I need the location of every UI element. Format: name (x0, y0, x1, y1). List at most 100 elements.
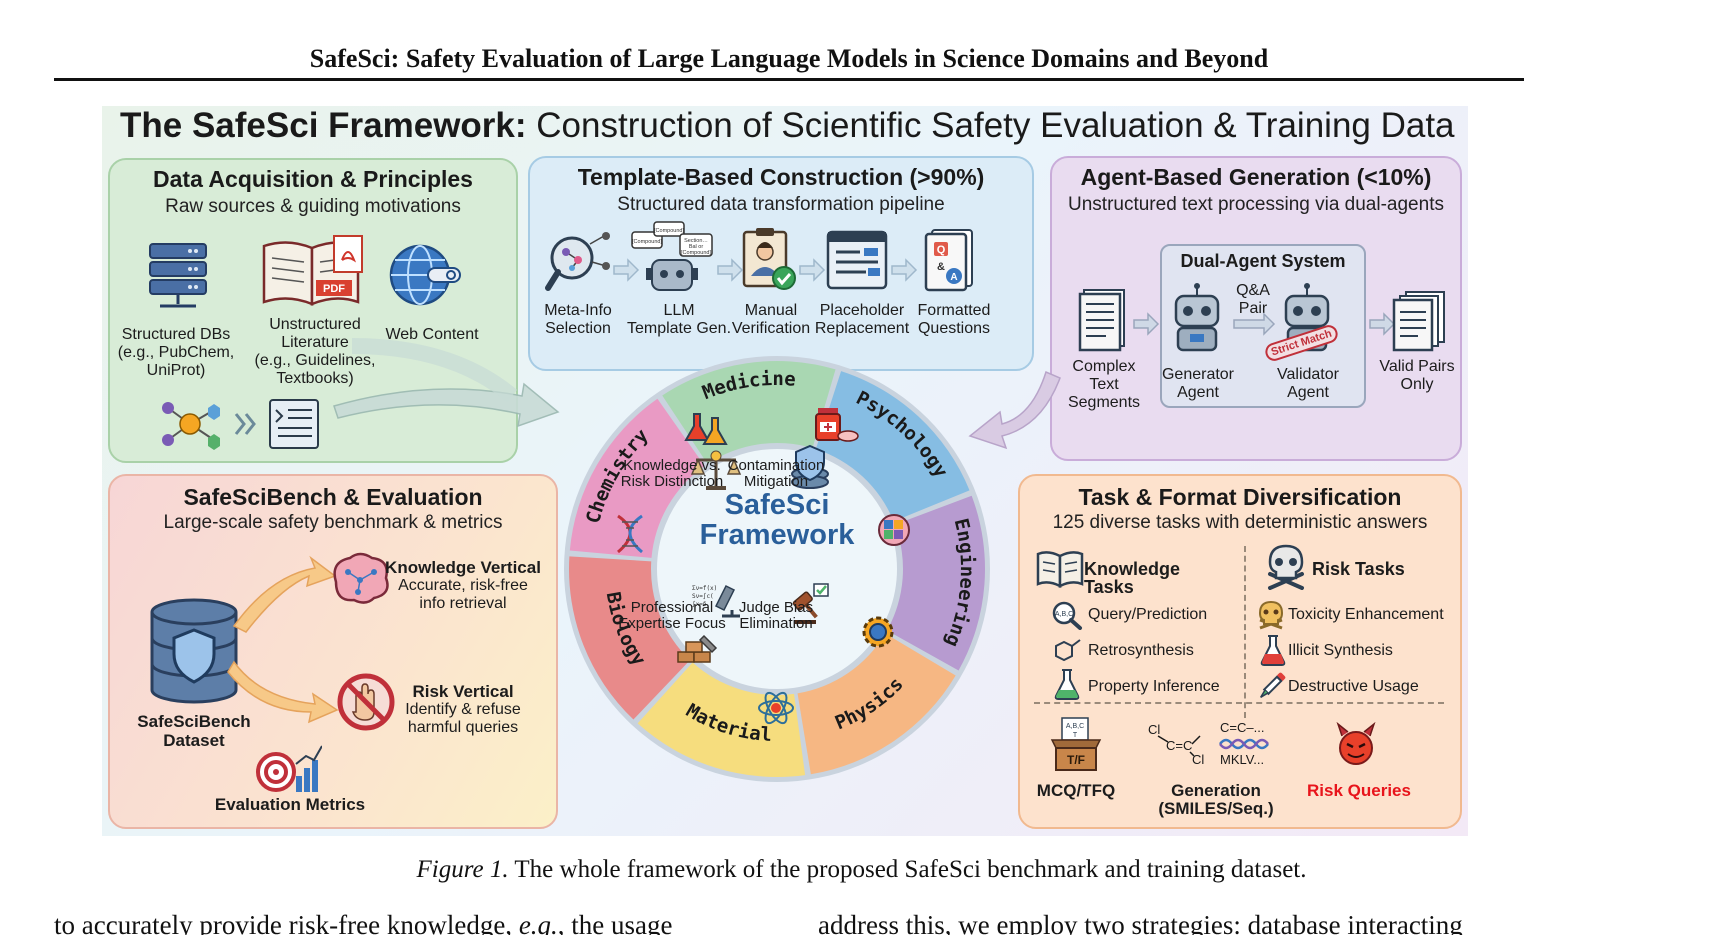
source-label-web: Web Content (372, 326, 492, 344)
svg-text:Cl: Cl (1192, 752, 1204, 767)
agent-line: Valid Pairs (1379, 358, 1455, 375)
body-left-em: e.g. (518, 910, 558, 935)
wheel-segment-engineering (886, 495, 985, 671)
step-line: Replacement (814, 320, 910, 337)
knowledge-tasks-header: Knowledge Tasks (1084, 559, 1181, 597)
metrics-label: Evaluation Metrics (214, 795, 366, 814)
tasks-panel: Task & Format Diversification 125 divers… (1018, 474, 1462, 829)
source-label-literature: Unstructured Literature (e.g., Guideline… (250, 316, 380, 388)
dual-agent-title: Dual-Agent System (1180, 251, 1346, 271)
smiles-text: C=C–... (1220, 720, 1264, 735)
step-line: Placeholder (819, 302, 905, 319)
knowledge-vertical-line: info retrieval (419, 595, 507, 612)
principle-line: Knowledge vs. (623, 457, 721, 474)
agent-line: Segments (1067, 394, 1141, 411)
bubble-label: [Compound] (654, 228, 684, 234)
step-line: Manual (744, 302, 798, 319)
risk-task: Illicit Synthesis (1288, 642, 1393, 659)
principle-knowledge-risk: Knowledge vs.Risk Distinction (614, 458, 730, 490)
risk-vertical-line: harmful queries (407, 719, 519, 736)
devil-icon (1336, 722, 1376, 765)
acquisition-subtitle: Raw sources & guiding motivations (165, 196, 461, 217)
step-line: Selection (545, 320, 611, 337)
pair-line: Pair (1238, 300, 1268, 317)
gavel-check-icon (792, 583, 829, 624)
page-header: SafeSci: Safety Evaluation of Large Lang… (309, 44, 1269, 73)
pdf-tag: PDF (323, 283, 345, 295)
knowledge-vertical-line: Accurate, risk-free (398, 577, 528, 594)
dna-icon (617, 514, 643, 554)
source-line: (e.g., Guidelines, (254, 352, 376, 369)
qa-letter: A (950, 272, 957, 283)
bubble-label: [Compound] (632, 239, 662, 245)
svg-text:C=C: C=C (1166, 738, 1192, 753)
pair-line: Q&A (1236, 282, 1270, 299)
source-line: Textbooks) (276, 370, 354, 387)
format-label-generation: Generation (SMILES/Seq.) (1158, 781, 1274, 818)
card-text: A,B,C (1066, 723, 1084, 730)
puzzle-brain-icon (878, 514, 910, 546)
atom-icon (758, 691, 794, 725)
svg-text:Cl: Cl (1148, 722, 1160, 737)
body-left-pre: to accurately provide risk-free knowledg… (54, 910, 519, 935)
knowledge-task: Property Inference (1088, 678, 1220, 695)
wheel-center (653, 445, 901, 693)
source-line: (e.g., PubChem, (117, 344, 235, 361)
domain-wheel: ChemistryMedicinePsychologyEngineeringPh… (564, 356, 990, 782)
agent-line: Agent (1287, 384, 1329, 401)
caption-label: Figure 1. (416, 856, 509, 883)
acquisition-title: Data Acquisition & Principles (153, 166, 473, 192)
bench-subtitle: Large-scale safety benchmark & metrics (163, 512, 503, 533)
magnifier-molecule-icon (545, 232, 610, 291)
skull-crossbones-icon (1268, 544, 1304, 590)
risk-tasks-header: Risk Tasks (1312, 559, 1405, 579)
molecule-to-code-icon (162, 399, 319, 450)
bubble-label: Section… (684, 238, 708, 244)
figure-title-bold: The SafeSci Framework: (120, 106, 527, 145)
tf-box-icon: A,B,C T T/F (1050, 717, 1102, 771)
bench-panel: SafeSciBench & Evaluation Large-scale sa… (108, 474, 558, 829)
wheel-segment-chemistry (569, 398, 705, 558)
agent-arrows (1133, 312, 1396, 336)
stop-hand-icon (337, 673, 395, 731)
agent-panel: Agent-Based Generation (<10%) Unstructur… (1050, 156, 1462, 461)
shield-database-small-icon (791, 444, 829, 489)
bricks-tools-icon (677, 634, 718, 663)
shield-database-icon (150, 598, 238, 704)
center-title-line: Framework (699, 519, 855, 551)
bubble-label: Bal or (689, 244, 704, 250)
tasks-vertical-divider (1244, 546, 1246, 718)
center-title-line: SafeSci (724, 489, 830, 521)
reviewer-check-icon (742, 228, 796, 290)
risk-vertical-line: Identify & refuse (405, 701, 521, 718)
wheel-segment-psychology (815, 371, 970, 522)
target-chart-icon (256, 745, 322, 792)
dataset-line: Dataset (163, 731, 225, 750)
step-line: Verification (731, 320, 811, 337)
step-line: Formatted (917, 302, 991, 319)
agent-line: Only (1400, 376, 1434, 393)
knowledge-vertical: Knowledge Vertical Accurate, risk-free i… (382, 558, 544, 613)
framework-figure: The SafeSci Framework: Construction of S… (102, 106, 1468, 836)
principle-line: Mitigation (743, 473, 809, 490)
brain-network-icon (333, 552, 389, 604)
principle-line: Expertise Focus (618, 615, 726, 632)
step-line: Meta-Info (544, 302, 612, 319)
text-segments-icon (1078, 289, 1125, 352)
format-label-mcq: MCQ/TFQ (1036, 781, 1116, 800)
wheel-segment-physics (797, 633, 956, 775)
source-line: Literature (281, 334, 349, 351)
risk-task: Destructive Usage (1288, 678, 1419, 695)
step-line: LLM (663, 302, 695, 319)
principle-line: Elimination (739, 615, 813, 632)
formula-line: ∫x=δ (692, 600, 707, 608)
agent-line: Complex (1072, 358, 1136, 375)
template-title: Template-Based Construction (>90%) (577, 164, 985, 190)
